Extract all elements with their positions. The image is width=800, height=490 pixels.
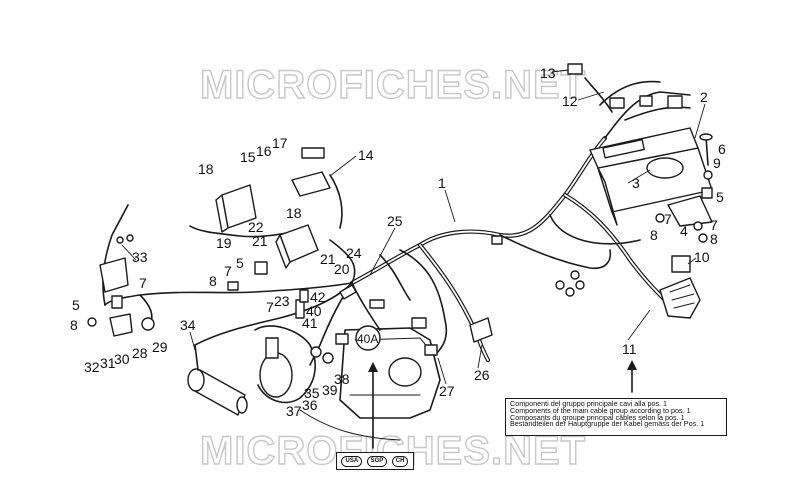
- callout-8-d: 8: [70, 317, 78, 333]
- callout-20: 20: [334, 261, 350, 277]
- callout-42: 42: [310, 289, 326, 305]
- callout-8-a: 8: [650, 227, 658, 243]
- callout-3: 3: [632, 175, 640, 191]
- mounting-bolt[interactable]: [699, 133, 713, 166]
- callout-38: 38: [334, 371, 350, 387]
- sensor-connector[interactable]: [567, 63, 683, 109]
- callout-13: 13: [540, 65, 556, 81]
- callout-41: 41: [302, 315, 318, 331]
- legend-box: Componenti del gruppo principale cavi al…: [505, 398, 727, 436]
- callout-5-mid: 5: [236, 255, 244, 271]
- callout-7-d: 7: [266, 299, 274, 315]
- starter-solenoid[interactable]: [99, 257, 155, 337]
- callout-10: 10: [694, 249, 710, 265]
- callout-7-a: 7: [664, 211, 672, 227]
- callout-40A: 40A: [357, 332, 378, 346]
- callout-5-left: 5: [72, 297, 80, 313]
- callout-17: 17: [272, 135, 288, 151]
- legend-line-it: Componenti del gruppo principale cavi al…: [510, 399, 668, 408]
- ignition-control-module[interactable]: [215, 184, 257, 233]
- callout-14: 14: [358, 147, 374, 163]
- legend-line-fr: Composants du groupe principal câbles se…: [510, 412, 685, 422]
- callout-1: 1: [438, 175, 446, 191]
- washer[interactable]: [703, 170, 713, 180]
- callout-34: 34: [180, 317, 196, 333]
- callout-7-b: 7: [710, 217, 718, 233]
- callout-8-c: 8: [209, 273, 217, 289]
- callout-35: 35: [304, 385, 320, 401]
- callout-28: 28: [132, 345, 148, 361]
- callout-21-a: 21: [252, 233, 268, 249]
- engine-outline: [254, 325, 441, 441]
- ecu-mounting-bracket[interactable]: [667, 195, 713, 227]
- callout-5-right: 5: [716, 189, 724, 205]
- watermark-top: MICROFICHES.NET: [200, 63, 586, 107]
- callout-7-e: 7: [139, 275, 147, 291]
- market-ch: CH: [391, 455, 409, 467]
- nut[interactable]: [693, 221, 703, 231]
- callout-40: 40: [306, 303, 322, 319]
- callout-33: 33: [132, 249, 148, 265]
- callout-40A-circle: [355, 325, 381, 351]
- callout-32: 32: [84, 359, 100, 375]
- electronic-control-unit[interactable]: [589, 127, 713, 226]
- callout-11: 11: [622, 341, 637, 357]
- callout-12: 12: [562, 93, 578, 109]
- callout-19: 19: [216, 235, 232, 251]
- callout-36: 36: [302, 397, 318, 413]
- callout-37: 37: [286, 403, 302, 419]
- callout-18-a: 18: [198, 161, 214, 177]
- callout-21-b: 21: [320, 251, 336, 267]
- callout-8-b: 8: [710, 231, 718, 247]
- callout-22: 22: [248, 219, 264, 235]
- terminal-lugs[interactable]: [87, 234, 134, 327]
- callout-30: 30: [114, 351, 130, 367]
- callout-4: 4: [680, 223, 688, 239]
- callout-labels: 1 2 3 4 5 5 5 6 7 7 7 7 7 8 8 8 8 9 10 1…: [70, 65, 726, 419]
- ground-terminals[interactable]: [491, 235, 585, 297]
- market-usa: USA: [341, 455, 363, 467]
- callout-27: 27: [439, 383, 455, 399]
- fuse-connector-block[interactable]: [659, 277, 701, 319]
- callout-29: 29: [152, 339, 168, 355]
- callout-39: 39: [322, 382, 338, 398]
- callout-16: 16: [256, 143, 272, 159]
- callout-24: 24: [346, 245, 362, 261]
- legend-line-de: Bestandteilen der Hauptgruppe der Kabel …: [510, 419, 705, 429]
- left-harness-branches: [102, 174, 448, 366]
- leader-lines: [121, 69, 706, 385]
- market-variant-badge: USA SGP CH: [336, 452, 414, 470]
- relay-small[interactable]: [227, 261, 268, 291]
- reference-arrows: [368, 360, 637, 449]
- callout-2: 2: [700, 89, 708, 105]
- fuel-pump[interactable]: [187, 344, 248, 416]
- rubber-mount[interactable]: [701, 187, 713, 199]
- sensor-cluster[interactable]: [295, 284, 427, 364]
- ignition-coil[interactable]: [275, 224, 319, 269]
- callout-7-c: 7: [224, 263, 232, 279]
- callout-18-b: 18: [286, 205, 302, 221]
- callout-15: 15: [240, 149, 256, 165]
- market-sgp: SGP: [366, 455, 388, 467]
- callout-25: 25: [387, 213, 403, 229]
- lambda-sensor[interactable]: [424, 317, 493, 356]
- voltage-regulator[interactable]: [291, 147, 331, 197]
- callout-6: 6: [718, 141, 726, 157]
- nut[interactable]: [655, 213, 665, 223]
- relay[interactable]: [671, 255, 691, 273]
- callout-31: 31: [100, 355, 116, 371]
- callout-9: 9: [713, 155, 721, 171]
- callout-23: 23: [274, 293, 290, 309]
- main-cable-harness: [349, 77, 691, 363]
- washer[interactable]: [698, 233, 708, 243]
- legend-line-en: Components of the main cable group accor…: [510, 405, 691, 415]
- callout-26: 26: [474, 367, 490, 383]
